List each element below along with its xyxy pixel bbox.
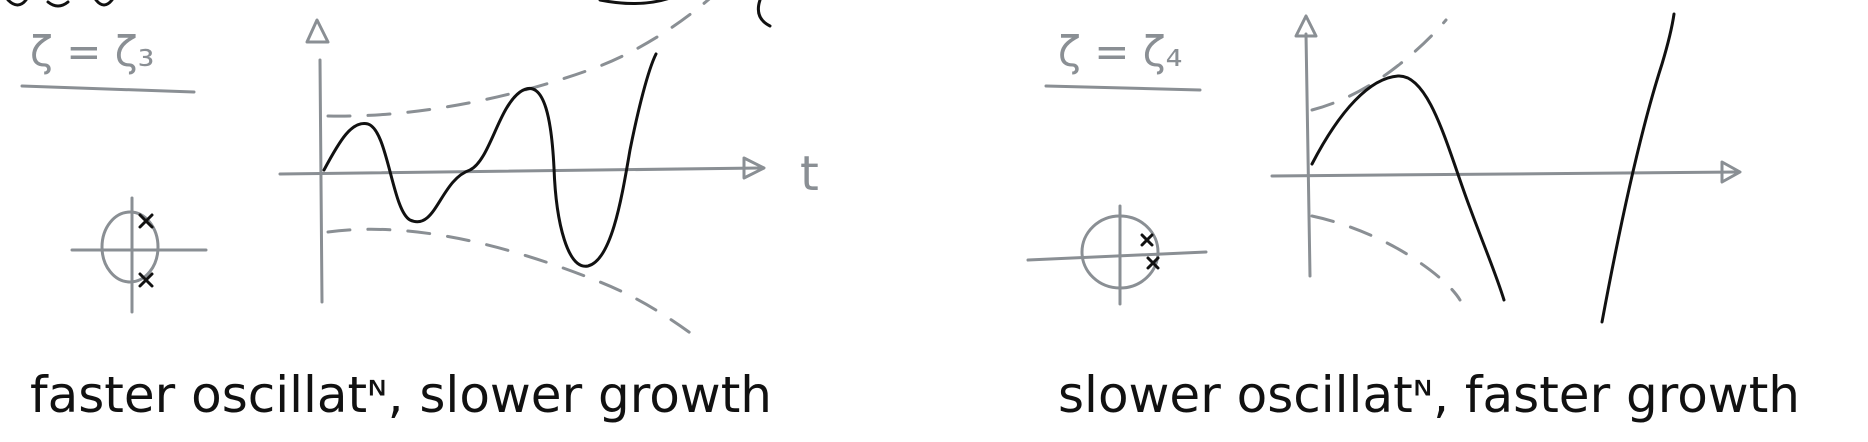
time-plot-y-axis xyxy=(1304,32,1312,278)
caption-left: faster oscillatᶰ, slower growth xyxy=(30,366,772,424)
caption-right: slower oscillatᶰ, faster growth xyxy=(1058,366,1800,424)
time-plot-y-axis xyxy=(318,58,324,304)
left-panel: ζ = ζ₃ t faster oscillatᶰ, slower growth xyxy=(20,0,819,424)
zeta-underline-left xyxy=(20,84,196,94)
pole-plot-left xyxy=(70,196,208,314)
pole-plot-real-axis xyxy=(1026,250,1208,262)
response-curve-right-ascending xyxy=(1600,12,1676,324)
pole-plot-right xyxy=(1026,204,1208,306)
pole-marker-upper xyxy=(138,213,154,229)
time-plot-t-axis xyxy=(1270,170,1740,178)
pole-plot-circle xyxy=(100,210,160,284)
pole-marker-upper xyxy=(1140,233,1154,247)
upper-envelope-dashed xyxy=(326,0,711,118)
t-axis-label: t xyxy=(800,146,819,202)
t-axis-arrowhead xyxy=(742,156,766,180)
pole-marker-lower xyxy=(1146,256,1160,270)
lower-envelope-dashed xyxy=(326,227,702,342)
y-axis-arrowhead xyxy=(1294,14,1318,38)
y-axis-arrowhead xyxy=(305,18,330,44)
top-cutoff-handwriting xyxy=(6,0,772,28)
zeta-label-right: ζ = ζ₄ xyxy=(1058,27,1182,76)
time-plot-t-axis xyxy=(278,166,762,176)
pole-plot-circle xyxy=(1080,214,1160,290)
response-curve-left xyxy=(322,52,658,268)
lower-envelope-dashed xyxy=(1310,214,1462,302)
right-panel: ζ = ζ₄ slower oscillatᶰ, faster growth xyxy=(1026,12,1800,424)
upper-envelope-dashed xyxy=(1310,18,1448,112)
zeta-underline-right xyxy=(1044,84,1202,92)
t-axis-arrowhead xyxy=(1720,160,1742,184)
zeta-label-left: ζ = ζ₃ xyxy=(30,27,154,76)
pole-marker-lower xyxy=(138,272,154,288)
response-curve-right-descending xyxy=(1310,74,1506,302)
